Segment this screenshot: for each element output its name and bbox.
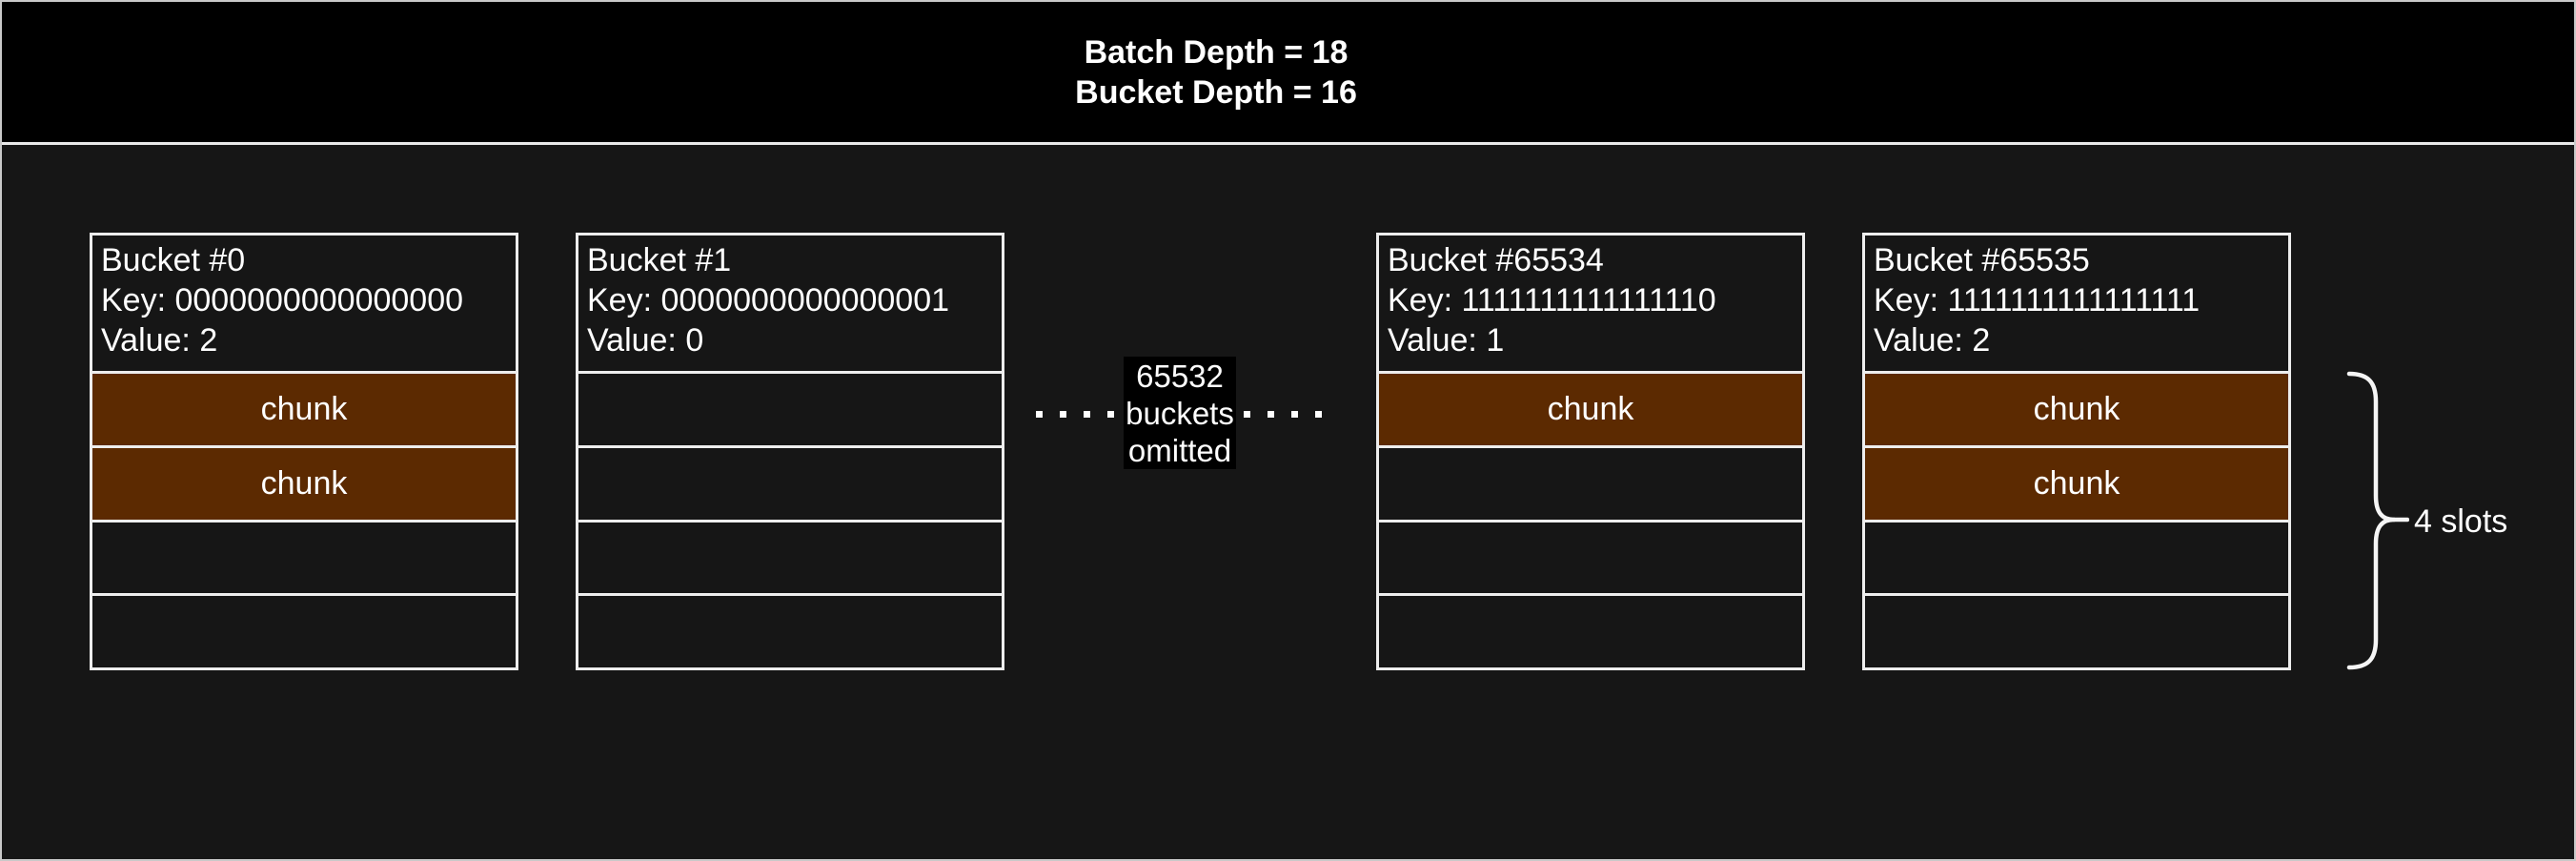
bucket-key: Key: 0000000000000001 — [587, 282, 950, 318]
dot-icon — [1291, 411, 1298, 418]
bucket-65535: Bucket #65535 Key: 1111111111111111 Valu… — [1862, 233, 2291, 670]
dot-icon — [1060, 411, 1066, 418]
dot-icon — [1244, 411, 1250, 418]
bucket-key: Key: 0000000000000000 — [101, 282, 464, 318]
omitted-count: 65532 — [1136, 358, 1224, 394]
bucket-depth-label: Bucket Depth = 16 — [1075, 73, 1357, 111]
bucket-0-header: Bucket #0 Key: 0000000000000000 Value: 2 — [92, 236, 516, 374]
dot-icon — [1107, 411, 1114, 418]
bucket-slot — [1379, 448, 1802, 523]
bucket-title: Bucket #0 — [101, 242, 246, 278]
bucket-value: Value: 1 — [1388, 322, 1505, 359]
header-band: Batch Depth = 18 Bucket Depth = 16 — [2, 2, 2574, 145]
bucket-slot — [578, 374, 1002, 448]
four-slots-label: 4 slots — [2414, 503, 2508, 540]
slots-brace-icon — [2346, 371, 2409, 670]
bucket-slot: chunk — [1379, 374, 1802, 448]
omitted-word-buckets: buckets — [1126, 395, 1234, 431]
omitted-dots-left — [1036, 411, 1114, 418]
bucket-slot — [1865, 596, 2288, 667]
bucket-key: Key: 1111111111111110 — [1388, 282, 1716, 318]
bucket-1: Bucket #1 Key: 0000000000000001 Value: 0 — [576, 233, 1004, 670]
bucket-65534-header: Bucket #65534 Key: 1111111111111110 Valu… — [1379, 236, 1802, 374]
bucket-key: Key: 1111111111111111 — [1874, 282, 2201, 318]
omitted-dots-right — [1244, 411, 1322, 418]
bucket-65534: Bucket #65534 Key: 1111111111111110 Valu… — [1376, 233, 1805, 670]
omitted-buckets-label: 65532 buckets omitted — [1124, 357, 1236, 469]
bucket-title: Bucket #65534 — [1388, 242, 1604, 278]
bucket-title: Bucket #65535 — [1874, 242, 2090, 278]
bucket-1-header: Bucket #1 Key: 0000000000000001 Value: 0 — [578, 236, 1002, 374]
dot-icon — [1084, 411, 1090, 418]
bucket-value: Value: 2 — [101, 322, 218, 359]
dot-icon — [1315, 411, 1322, 418]
bucket-title: Bucket #1 — [587, 242, 732, 278]
bucket-slot: chunk — [92, 447, 516, 523]
bucket-slot — [578, 596, 1002, 667]
header-title: Batch Depth = 18 Bucket Depth = 16 — [2, 2, 2430, 142]
bucket-slot — [92, 596, 516, 667]
bucket-value: Value: 2 — [1874, 322, 1991, 359]
batch-depth-label: Batch Depth = 18 — [1084, 33, 1349, 71]
bucket-slot: chunk — [1865, 374, 2288, 448]
bucket-65535-header: Bucket #65535 Key: 1111111111111111 Valu… — [1865, 236, 2288, 374]
bucket-slot: chunk — [92, 374, 516, 448]
bucket-slot — [578, 523, 1002, 597]
dot-icon — [1268, 411, 1274, 418]
bucket-0: Bucket #0 Key: 0000000000000000 Value: 2… — [90, 233, 518, 670]
bucket-slot — [1379, 523, 1802, 597]
bucket-value: Value: 0 — [587, 322, 704, 359]
bucket-slot: chunk — [1865, 447, 2288, 523]
bucket-slot — [1379, 596, 1802, 667]
omitted-word-omitted: omitted — [1127, 432, 1232, 468]
bucket-slot — [1865, 523, 2288, 597]
bucket-slot — [578, 448, 1002, 523]
dot-icon — [1036, 411, 1043, 418]
bucket-slot — [92, 523, 516, 597]
